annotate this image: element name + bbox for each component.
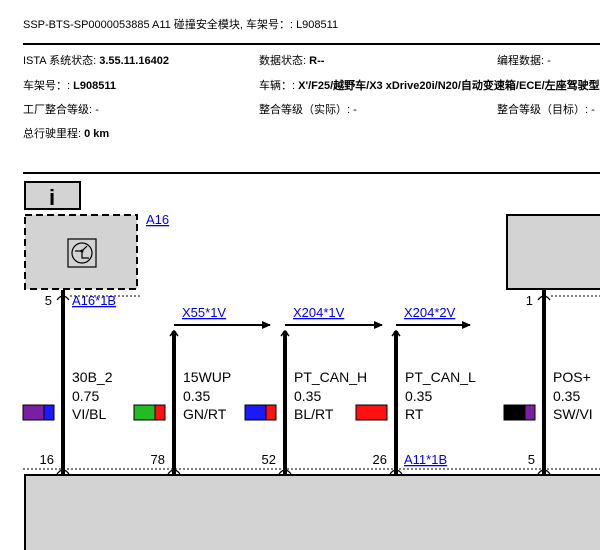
- pin-bottom-5: 5: [528, 452, 535, 467]
- svg-text:15WUP: 15WUP: [183, 369, 231, 385]
- svg-text:i: i: [49, 185, 55, 210]
- pin-bottom-26: 26: [373, 452, 387, 467]
- x204-1v-connector-label[interactable]: X204*1V: [293, 305, 345, 320]
- wire-1-color-swatch: [22, 404, 55, 421]
- pin-top-1: 5: [45, 293, 52, 308]
- wire-3-label: PT_CAN_H 0.35 BL/RT: [294, 369, 367, 422]
- wire-5-label: POS+ 0.35 SW/VI: [553, 369, 593, 422]
- programming-data: 编程数据: -: [497, 55, 551, 67]
- page-title: SSP-BTS-SP0000053885 A11 碰撞安全模块, 车架号：: L…: [23, 19, 339, 31]
- svg-text:30B_2: 30B_2: [72, 369, 113, 385]
- info-icon[interactable]: i: [24, 181, 81, 210]
- wire-3[interactable]: [280, 321, 383, 474]
- pin-bottom-52: 52: [262, 452, 276, 467]
- wire-4-color-swatch: [355, 404, 388, 421]
- x204-2v-connector-label[interactable]: X204*2V: [404, 305, 456, 320]
- a16-connector-label[interactable]: A16*1B: [72, 293, 116, 308]
- svg-text:RT: RT: [405, 406, 424, 422]
- factory-integration-level: 工厂整合等级: -: [23, 104, 99, 116]
- pin-bottom-78: 78: [151, 452, 165, 467]
- a11-connector-marks: [23, 468, 600, 475]
- svg-text:SW/VI: SW/VI: [553, 406, 593, 422]
- svg-text:0.35: 0.35: [553, 388, 580, 404]
- svg-text:PT_CAN_L: PT_CAN_L: [405, 369, 476, 385]
- target-integration-level: 整合等级（目标）: -: [497, 104, 595, 116]
- a11-connector-label[interactable]: A11*1B: [404, 452, 447, 467]
- wire-1-label: 30B_2 0.75 VI/BL: [72, 369, 113, 422]
- sensor-icon: [67, 238, 97, 268]
- diagram-divider: [23, 172, 600, 174]
- component-right[interactable]: [506, 214, 600, 290]
- wire-2-label: 15WUP 0.35 GN/RT: [183, 369, 231, 422]
- wire-2[interactable]: [169, 321, 271, 474]
- wire-2-color-swatch: [133, 404, 166, 421]
- vehicle: 车辆：: X'/F25/越野车/X3 xDrive20i/N20/自动变速箱/E…: [259, 80, 600, 92]
- svg-text:0.35: 0.35: [294, 388, 321, 404]
- total-mileage: 总行驶里程: 0 km: [23, 128, 110, 140]
- actual-integration-level: 整合等级（实际）: -: [259, 104, 357, 116]
- svg-text:PT_CAN_H: PT_CAN_H: [294, 369, 367, 385]
- data-status: 数据状态: R--: [259, 55, 325, 67]
- svg-text:POS+: POS+: [553, 369, 591, 385]
- header-divider: [23, 43, 600, 45]
- wire-4[interactable]: [391, 321, 471, 474]
- svg-text:0.35: 0.35: [405, 388, 432, 404]
- wire-5-color-swatch: [503, 404, 536, 421]
- svg-text:GN/RT: GN/RT: [183, 406, 227, 422]
- svg-text:VI/BL: VI/BL: [72, 406, 106, 422]
- svg-text:0.35: 0.35: [183, 388, 210, 404]
- pin-top-5: 1: [526, 293, 533, 308]
- component-a16-label[interactable]: A16: [146, 212, 169, 227]
- vin: 车架号：: L908511: [23, 80, 116, 92]
- wire-4-label: PT_CAN_L 0.35 RT: [405, 369, 476, 422]
- component-a11[interactable]: [24, 474, 600, 550]
- x55-connector-label[interactable]: X55*1V: [182, 305, 226, 320]
- ista-status: ISTA 系统状态: 3.55.11.16402: [23, 55, 169, 67]
- svg-text:0.75: 0.75: [72, 388, 99, 404]
- wire-3-color-swatch: [244, 404, 277, 421]
- pin-bottom-16: 16: [40, 452, 54, 467]
- svg-text:BL/RT: BL/RT: [294, 406, 334, 422]
